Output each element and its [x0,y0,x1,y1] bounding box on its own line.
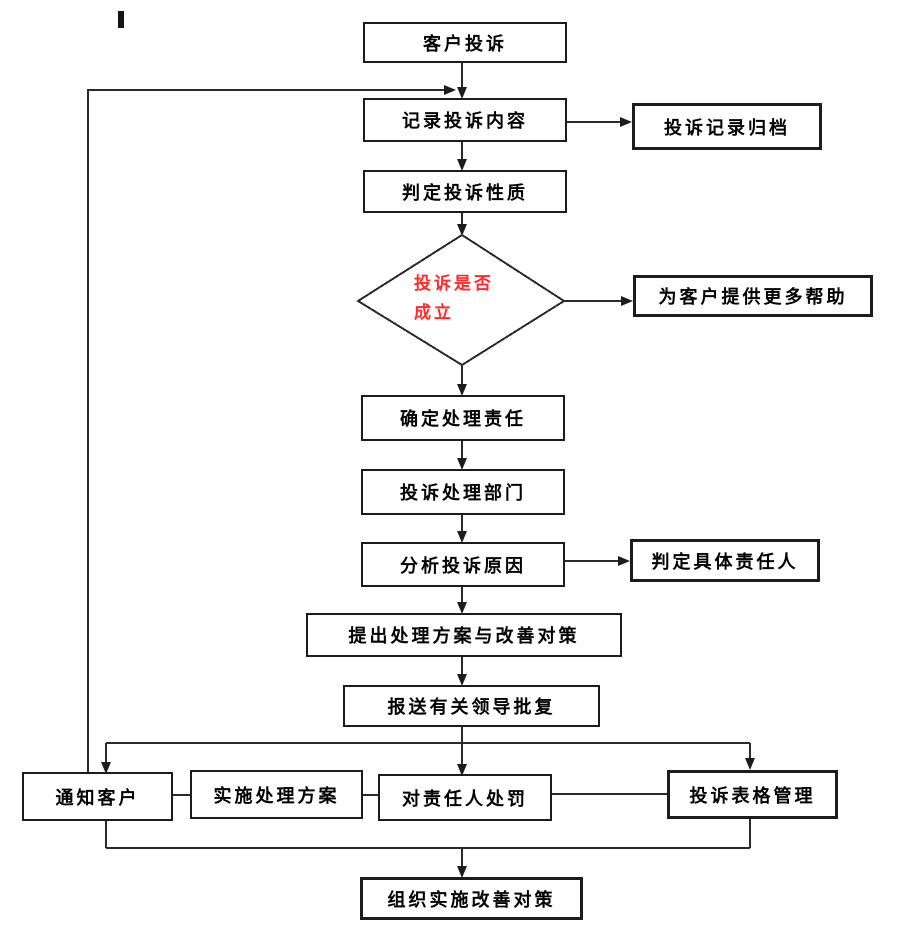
decision-line1: 投诉是否 [414,274,494,294]
node-label: 报送有关领导批复 [387,697,556,718]
node-punish-person: 对责任人处罚 [378,774,552,821]
node-label: 分析投诉原因 [400,555,526,577]
decision-line2: 成立 [414,303,454,323]
node-implement-plan: 实施处理方案 [190,770,363,819]
node-label: 确定处理责任 [400,409,526,430]
node-submit-approval: 报送有关领导批复 [343,685,600,727]
node-customer-complaint: 客户投诉 [363,22,567,63]
node-record-content: 记录投诉内容 [363,98,567,142]
node-label: 判定投诉性质 [402,182,528,204]
node-label: 投诉处理部门 [400,483,526,504]
node-label: 提出处理方案与改善对策 [348,626,580,647]
node-determine-responsibility: 确定处理责任 [361,395,565,441]
connector-feedback-notify-to-record [87,85,456,774]
node-validity-decision-label: 投诉是否 成立 [414,270,544,328]
node-notify-customer: 通知客户 [22,772,173,821]
node-label: 判定具体责任人 [651,551,799,573]
node-judge-nature: 判定投诉性质 [363,170,567,213]
node-analyze-cause: 分析投诉原因 [361,542,565,587]
node-form-management: 投诉表格管理 [667,770,838,819]
node-label: 为客户提供更多帮助 [658,287,848,308]
node-specific-person: 判定具体责任人 [630,539,820,582]
node-label: 通知客户 [55,787,140,809]
node-label: 组织实施改善对策 [387,889,556,911]
node-label: 投诉记录归档 [664,117,790,139]
node-label: 实施处理方案 [213,785,340,807]
node-record-archive: 投诉记录归档 [632,103,822,150]
node-provide-help: 为客户提供更多帮助 [633,275,873,317]
node-propose-plan: 提出处理方案与改善对策 [306,613,622,657]
node-label: 投诉表格管理 [689,785,816,807]
node-label: 对责任人处罚 [402,788,528,810]
node-label: 记录投诉内容 [402,111,528,132]
node-label: 客户投诉 [423,33,507,55]
node-organize-implement: 组织实施改善对策 [360,877,583,920]
stray-cursor-mark [118,11,124,28]
node-handling-department: 投诉处理部门 [361,469,565,515]
